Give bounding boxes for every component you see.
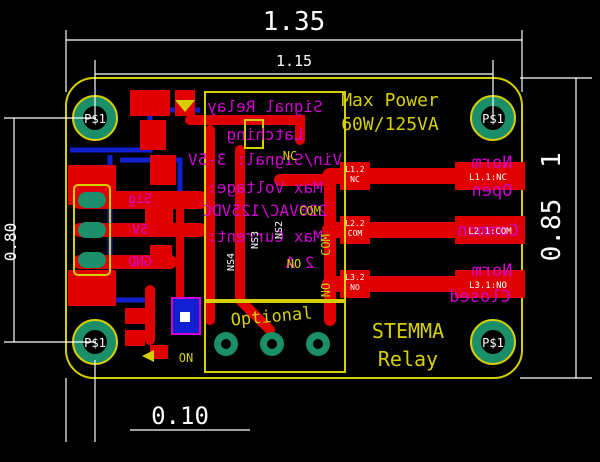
mounting-hole: P$1 — [470, 319, 516, 365]
led-indicator-icon — [142, 100, 195, 362]
pad-far-label: L2.1:COM — [468, 227, 512, 237]
max-power-line2: 60W/125VA — [341, 114, 439, 135]
relay-pad-labels: L1.2 NC L1.1:NC L2.2 COM L2.1:COM L3.2 N… — [345, 165, 512, 292]
pad-small-label: L2.2 — [345, 219, 364, 228]
hole-label: P$1 — [482, 336, 504, 350]
norm-closed-line2: Closed — [449, 287, 510, 307]
ns2-label: NS2 — [274, 221, 285, 239]
max-voltage-text: Max Voltage: — [207, 178, 323, 197]
current-value-text: 2 A — [285, 253, 314, 272]
dimension-height-right-suffix: 1 — [537, 152, 567, 168]
latching-text: Latching — [226, 125, 303, 144]
ns4-label: NS4 — [226, 253, 237, 271]
dimension-width-inner: 1.15 — [276, 52, 312, 70]
voltage-values-text: 220VAC/125VDC — [202, 201, 327, 220]
board-com-label: COM — [319, 234, 333, 256]
relay-no-label: NO — [287, 257, 301, 271]
dimension-width-top: 1.35 — [263, 7, 326, 37]
bottom-silkscreen: Signal Relay Latching Vin/Signal: 3-5V M… — [128, 97, 519, 307]
switch-center — [180, 312, 190, 322]
hole-label: P$1 — [84, 336, 106, 350]
dimension-height-right: 0.85 — [537, 199, 567, 262]
jst-connector — [73, 184, 111, 276]
common-text: Common — [457, 221, 518, 241]
stemma-line1: STEMMA — [372, 319, 444, 343]
on-led-label: ON — [179, 351, 193, 365]
max-current-text: Max Current: — [207, 227, 323, 246]
relay-coil-mark — [244, 119, 264, 149]
pin-label-gnd: GND — [128, 255, 152, 270]
norm-open-line1: Norm — [472, 153, 513, 173]
max-power-line1: Max Power — [341, 90, 439, 111]
stemma-line2: Relay — [378, 347, 438, 371]
relay-outline — [204, 91, 346, 303]
pad-main-label: NO — [350, 283, 360, 292]
relay-nc-label: NC — [283, 149, 297, 163]
pin-label-sig: Sig — [128, 192, 151, 207]
pad-main-label: COM — [348, 229, 363, 238]
pad-far-label: L3.1:NO — [469, 281, 507, 291]
dimension-offset-bottom: 0.10 — [151, 402, 209, 430]
pad-main-label: NC — [350, 175, 360, 184]
terminal-block-outline — [204, 299, 346, 373]
pin-label-5v: 5V — [132, 223, 148, 238]
relay-title-text: Signal Relay — [207, 97, 323, 116]
board-no-label: NO — [319, 283, 333, 297]
relay-com-label: COM — [299, 204, 321, 218]
ns3-label: NS3 — [250, 231, 261, 249]
vin-signal-text: Vin/Signal: 3-5V — [188, 150, 342, 169]
dimension-lines — [4, 30, 592, 442]
dimension-height-left: 0.80 — [1, 223, 20, 262]
terminal-pads — [214, 332, 330, 356]
pad-far-label: L1.1:NC — [469, 173, 507, 183]
norm-closed-line1: Norm — [472, 261, 513, 281]
top-silkscreen: Max Power 60W/125VA STEMMA Relay Optiona… — [179, 90, 444, 371]
pad-small-label: L3.2 — [345, 273, 364, 282]
right-relay-pads — [340, 162, 525, 298]
pad-small-label: L1.2 — [345, 165, 364, 174]
norm-open-line2: Open — [472, 181, 513, 201]
